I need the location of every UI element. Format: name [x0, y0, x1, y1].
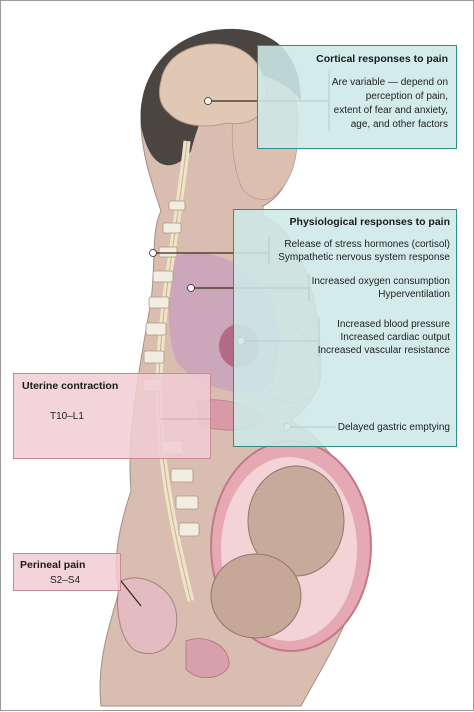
bladder: [185, 638, 230, 679]
fetus-head: [210, 553, 302, 639]
stress-hormones-text: Release of stress hormones (cortisol): [284, 239, 450, 250]
perineal-level: S2–S4: [50, 575, 81, 586]
gastric-emptying-text: Delayed gastric emptying: [337, 422, 450, 433]
cortical-panel: Cortical responses to pain Are variable …: [257, 45, 457, 149]
vascular-resistance-text: Increased vascular resistance: [317, 345, 450, 356]
blood-pressure-text: Increased blood pressure: [337, 319, 450, 330]
vertebrae: [142, 200, 200, 537]
cortical-line-2: perception of pain,: [365, 91, 448, 102]
uterine-panel: Uterine contraction T10–L1: [13, 373, 211, 459]
physiological-panel: Physiological responses to pain Release …: [233, 209, 457, 447]
perineal-title: Perineal pain: [20, 559, 86, 571]
perineal-panel: Perineal pain S2–S4: [13, 553, 121, 591]
oxygen-consumption-text: Increased oxygen consumption: [311, 276, 450, 287]
brain: [159, 43, 267, 127]
uterine-level: T10–L1: [50, 411, 84, 422]
cardiac-output-text: Increased cardiac output: [340, 332, 450, 343]
cortical-line-3: extent of fear and anxiety,: [333, 105, 448, 116]
cortical-title: Cortical responses to pain: [316, 53, 448, 65]
sympathetic-text: Sympathetic nervous system response: [278, 252, 450, 263]
cortical-line-4: age, and other factors: [350, 119, 448, 130]
pelvis: [116, 577, 178, 655]
cortical-line-1: Are variable — depend on: [331, 77, 448, 88]
physiological-title: Physiological responses to pain: [289, 216, 450, 228]
hyperventilation-text: Hyperventilation: [378, 289, 450, 300]
uterine-title: Uterine contraction: [22, 380, 119, 392]
